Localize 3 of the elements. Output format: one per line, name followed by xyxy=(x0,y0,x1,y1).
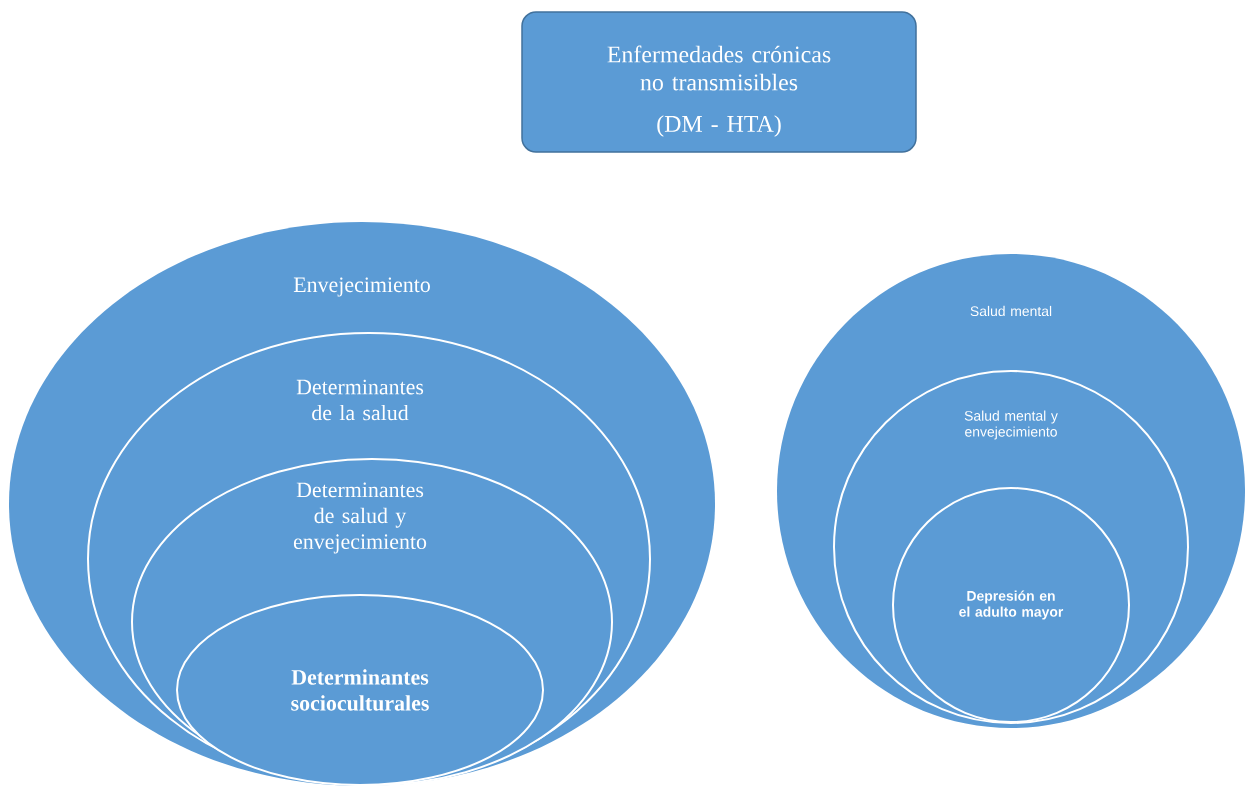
node-label: Determinantes de salud y envejecimiento xyxy=(293,482,427,554)
node-label: Determinantes socioculturales xyxy=(291,669,429,711)
title-box: Enfermedades crónicas no transmisibles (DM - HTA) xyxy=(521,11,917,153)
